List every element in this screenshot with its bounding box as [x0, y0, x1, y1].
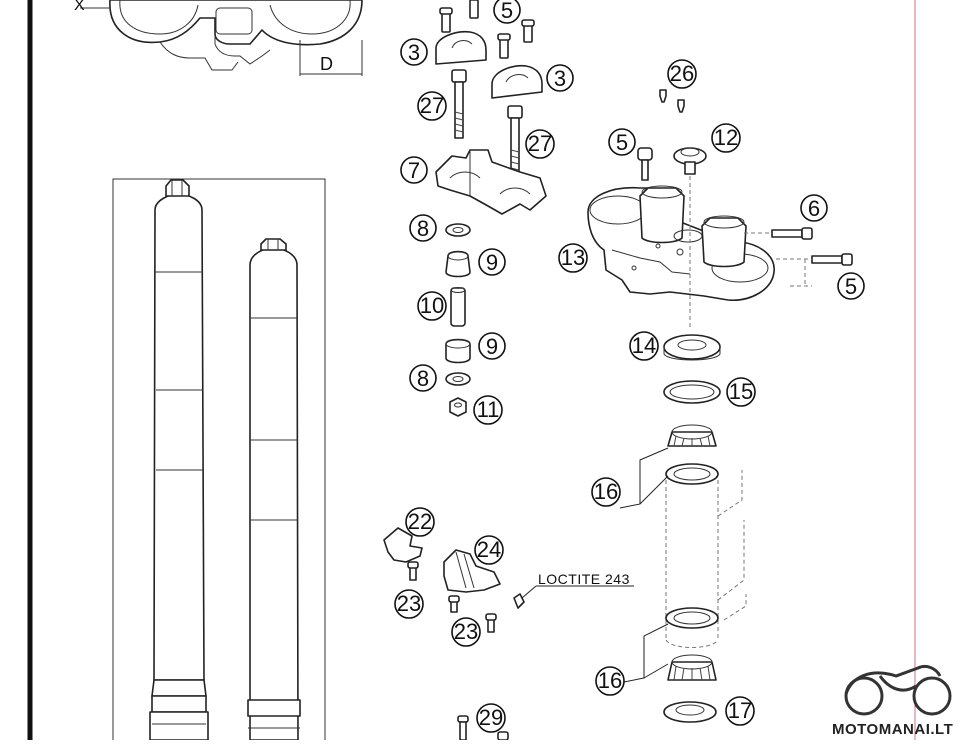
callout: 5 [493, 0, 521, 24]
svg-text:10: 10 [420, 293, 444, 318]
lower-bearing [667, 654, 717, 681]
svg-text:22: 22 [408, 509, 432, 534]
callout: 10 [417, 291, 447, 321]
handlebar-clamp-upper-left [435, 30, 487, 65]
svg-text:9: 9 [486, 334, 498, 359]
svg-text:23: 23 [454, 619, 478, 644]
callout: 17 [725, 696, 755, 726]
callout: 23 [451, 617, 481, 647]
bushing-stack [445, 223, 471, 417]
svg-text:23: 23 [397, 591, 421, 616]
callout: 15 [726, 377, 756, 407]
callout: 9 [478, 248, 506, 276]
lower-seal [663, 701, 717, 723]
callout: 6 [800, 194, 828, 222]
bracket-left [383, 527, 423, 563]
frame-steering-head-outline [665, 470, 747, 648]
callout: 22 [405, 507, 435, 537]
rubber-bushing-lower [445, 338, 471, 364]
cable-guide-brackets: LOCTITE 243 [383, 527, 634, 741]
triple-clamp-top-view: X D [74, 0, 363, 76]
svg-text:5: 5 [501, 0, 513, 23]
svg-text:3: 3 [408, 40, 420, 65]
callout: 8 [409, 364, 437, 392]
callout: 11 [473, 395, 503, 425]
watermark-text: MOTOMANAI.LT [832, 721, 953, 738]
svg-text:12: 12 [714, 125, 738, 150]
leader-lines [619, 447, 669, 683]
handlebar-clamp-lower [435, 149, 547, 215]
rubber-bushing-upper [445, 250, 471, 278]
callout: 29 [476, 703, 506, 733]
dimension-x-label: X [74, 0, 85, 14]
washer-upper [445, 223, 471, 237]
callout: 13 [558, 243, 588, 273]
svg-text:6: 6 [808, 196, 820, 221]
upper-triple-clamp [587, 89, 853, 330]
callout: 8 [409, 214, 437, 242]
steering-bearing-stack [663, 334, 747, 723]
svg-text:5: 5 [845, 274, 857, 299]
svg-text:15: 15 [729, 379, 753, 404]
svg-text:29: 29 [479, 705, 503, 730]
upper-bearing [667, 424, 717, 447]
svg-text:9: 9 [486, 250, 498, 275]
svg-text:8: 8 [417, 366, 429, 391]
handlebar-clamp-upper-right [491, 64, 543, 99]
dimension-d-label: D [320, 54, 333, 74]
watermark: MOTOMANAI.LT [832, 664, 953, 738]
handlebar-clamp-assembly [435, 0, 547, 215]
svg-text:17: 17 [728, 698, 752, 723]
svg-text:8: 8 [417, 216, 429, 241]
svg-text:27: 27 [528, 131, 552, 156]
fork-leg-right [247, 238, 301, 741]
washer-lower [445, 372, 471, 386]
svg-text:5: 5 [616, 130, 628, 155]
callout: 3 [400, 38, 428, 66]
callout: 26 [667, 59, 697, 89]
callout-layer: 5 3 3 27 27 7 8 9 10 9 8 11 26 5 12 6 13… [394, 0, 865, 733]
fork-legs [112, 178, 326, 745]
svg-text:14: 14 [632, 333, 656, 358]
callout: 23 [394, 589, 424, 619]
callout: 3 [546, 64, 574, 92]
svg-text:24: 24 [477, 537, 501, 562]
dust-seal-top [663, 334, 721, 360]
svg-text:27: 27 [420, 93, 444, 118]
fork-leg-left [149, 179, 209, 741]
callout: 24 [474, 535, 504, 565]
callout: 14 [629, 331, 659, 361]
svg-text:7: 7 [408, 158, 420, 183]
callout: 9 [478, 332, 506, 360]
spacer-sleeve [450, 287, 466, 327]
page-frame [27, 0, 916, 740]
callout: 12 [711, 123, 741, 153]
long-bolts [451, 69, 523, 175]
svg-text:16: 16 [594, 479, 618, 504]
svg-text:11: 11 [477, 397, 500, 422]
callout: 27 [417, 91, 447, 121]
svg-text:16: 16 [598, 668, 622, 693]
callout: 16 [591, 477, 621, 507]
loctite-note: LOCTITE 243 [538, 571, 630, 587]
svg-text:3: 3 [554, 66, 566, 91]
callout: 7 [400, 156, 428, 184]
svg-text:26: 26 [670, 61, 694, 86]
motorcycle-logo-icon [844, 664, 952, 716]
callout: 27 [525, 129, 555, 159]
callout: 5 [608, 128, 636, 156]
callout: 5 [837, 272, 865, 300]
callout: 16 [595, 666, 625, 696]
seal-ring [663, 380, 721, 404]
clamp-bolts-top [439, 0, 535, 59]
svg-text:13: 13 [561, 245, 585, 270]
